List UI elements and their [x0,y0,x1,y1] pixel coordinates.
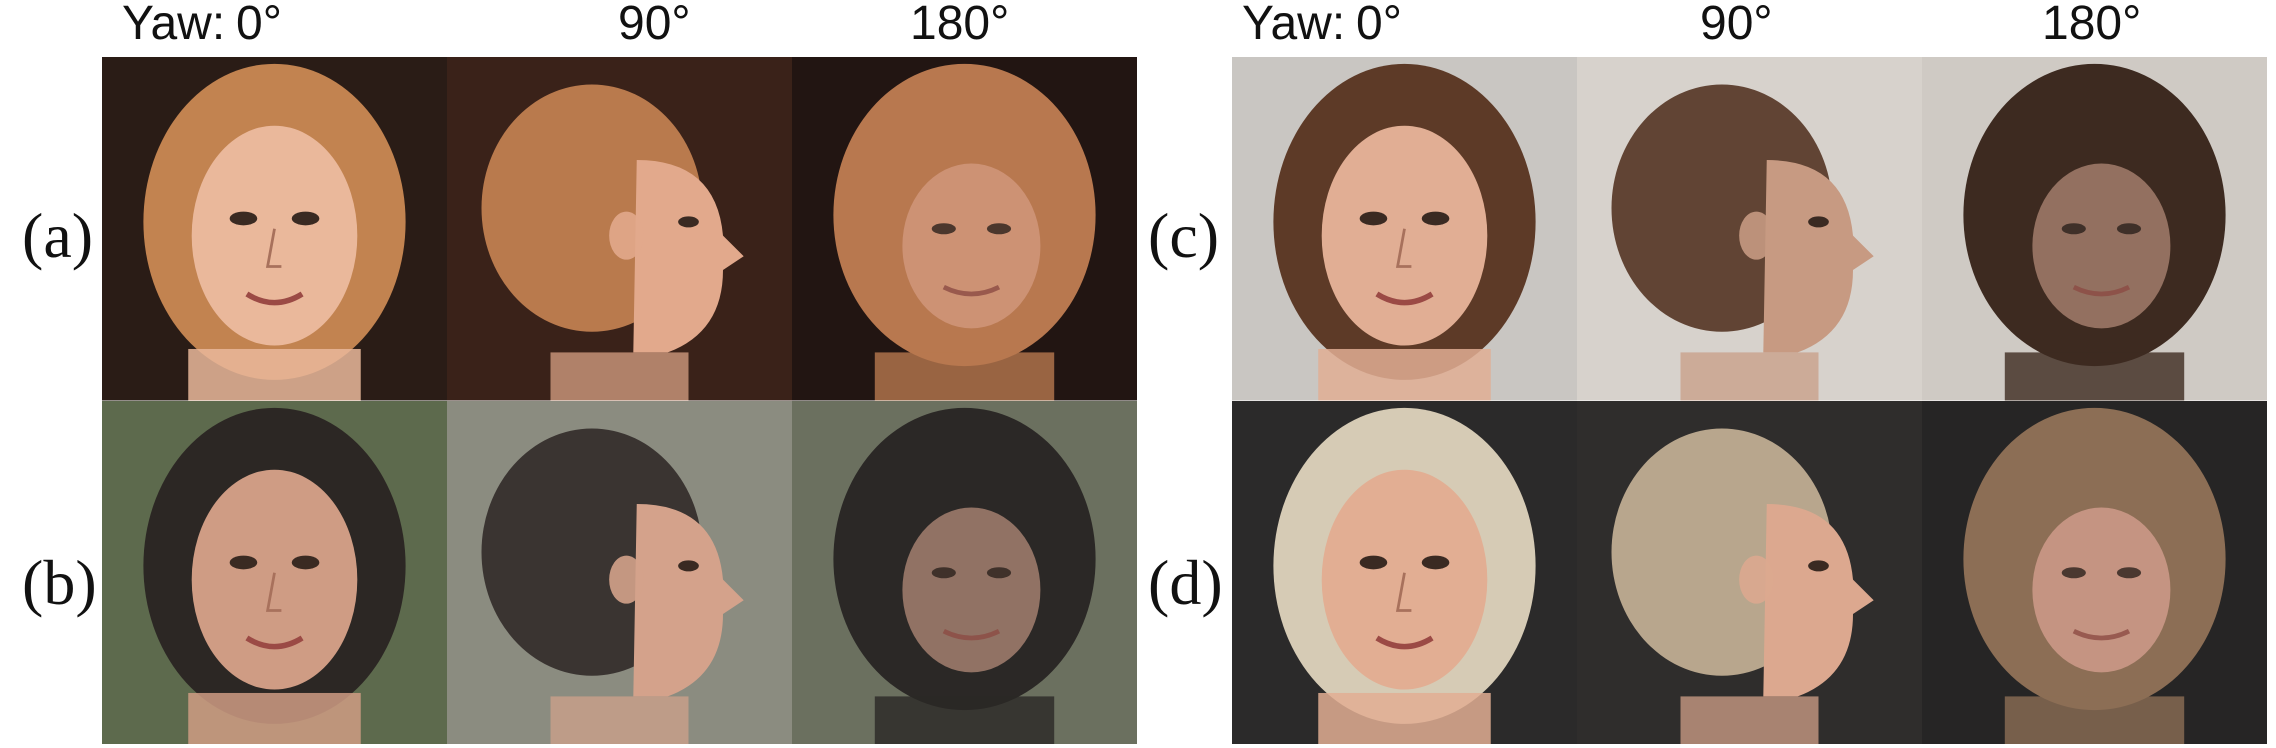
face-image [102,57,447,401]
header-col-2: 180° [2042,0,2142,50]
header-col-0: 0° [1356,0,1402,50]
header-col-2: 180° [910,0,1010,50]
panel-right-grid [1232,57,2267,744]
header-col-1: 90° [1700,0,1773,50]
tile-b-yaw-90 [447,400,792,744]
yaw-label: Yaw: [1242,0,1346,50]
face-image [1232,400,1577,744]
face-image [792,57,1137,401]
tile-b-yaw-0 [102,400,447,744]
face-image [1922,400,2267,744]
face-image [447,57,792,401]
face-image [1577,57,1922,401]
header-col-0: 0° [236,0,282,50]
face-image [792,400,1137,744]
face-image [1232,57,1577,401]
face-image [447,400,792,744]
tile-c-yaw-0 [1232,57,1577,401]
tile-a-yaw-90 [447,57,792,401]
tile-a-yaw-0 [102,57,447,401]
face-image [1577,400,1922,744]
yaw-label: Yaw: [122,0,226,50]
panel-left-grid [102,57,1137,744]
row-label-d: (d) [1148,547,1223,618]
header-col-1: 90° [618,0,691,50]
face-image [1922,57,2267,401]
tile-c-yaw-90 [1577,57,1922,401]
tile-a-yaw-180 [792,57,1137,401]
tile-c-yaw-180 [1922,57,2267,401]
tile-d-yaw-180 [1922,400,2267,744]
row-label-b: (b) [22,547,97,618]
tile-d-yaw-90 [1577,400,1922,744]
row-label-a: (a) [22,200,94,271]
tile-d-yaw-0 [1232,400,1577,744]
tile-b-yaw-180 [792,400,1137,744]
row-label-c: (c) [1148,200,1220,271]
face-image [102,400,447,744]
